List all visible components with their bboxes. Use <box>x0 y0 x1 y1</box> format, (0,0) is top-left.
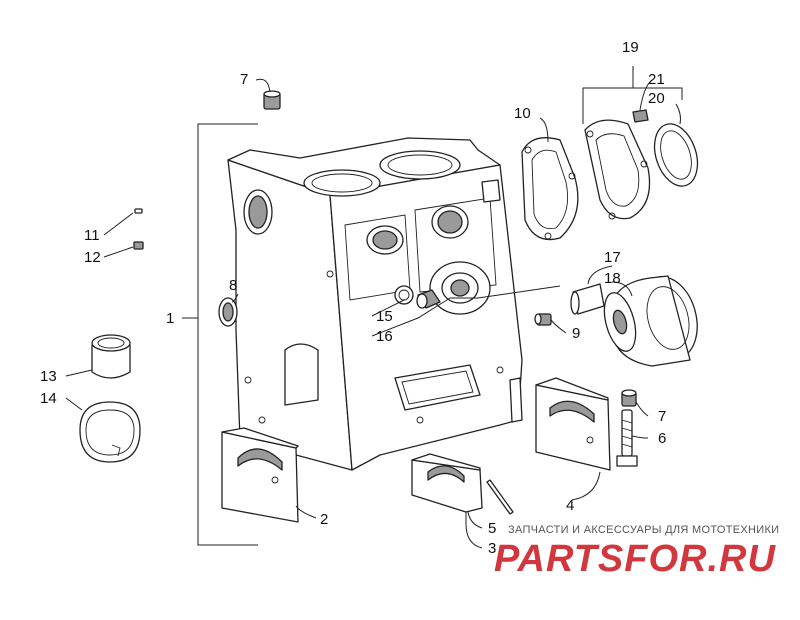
callout-1: 1 <box>166 310 174 327</box>
seal-ring-20 <box>653 123 699 187</box>
watermark-tagline: ЗАПЧАСТИ И АКСЕССУАРЫ ДЛЯ МОТОТЕХНИКИ <box>508 524 780 536</box>
pin-5 <box>486 479 514 515</box>
callout-7-top: 7 <box>240 71 248 88</box>
callout-3: 3 <box>488 540 496 557</box>
callout-20: 20 <box>648 90 665 107</box>
callout-4: 4 <box>566 497 574 514</box>
plug-9 <box>534 313 552 326</box>
pin-11 <box>134 208 143 214</box>
callout-labels: 1 2 3 4 5 6 7 7 8 9 10 11 12 13 14 15 16… <box>40 39 666 557</box>
watermark-logo: PARTSFOR.RU <box>494 538 776 580</box>
callout-8: 8 <box>229 277 237 294</box>
callout-18: 18 <box>604 270 621 287</box>
sleeve-17 <box>570 283 605 315</box>
callout-7-right: 7 <box>658 408 666 425</box>
gasket-10 <box>521 137 579 241</box>
bearing-cap-4 <box>535 377 611 471</box>
dowel-pin-top <box>263 90 281 110</box>
callout-21: 21 <box>648 71 665 88</box>
bolt-6 <box>616 409 638 467</box>
oil-seal-8 <box>218 297 238 327</box>
callout-2: 2 <box>320 511 328 528</box>
set-screw-12 <box>133 241 144 250</box>
leader-lines <box>65 66 683 549</box>
sleeve-bearing-13 <box>91 334 131 379</box>
screw-21 <box>632 109 649 123</box>
callout-16: 16 <box>376 328 393 345</box>
dowel-pin-right <box>621 389 637 407</box>
callout-13: 13 <box>40 368 57 385</box>
callout-15: 15 <box>376 308 393 325</box>
callout-10: 10 <box>514 105 531 122</box>
washer-15 <box>394 285 414 305</box>
callout-6: 6 <box>658 430 666 447</box>
cover-19 <box>584 119 651 220</box>
callout-12: 12 <box>84 249 101 266</box>
thrust-washer-14 <box>79 401 141 463</box>
callout-5: 5 <box>488 520 496 537</box>
crankcase-block <box>227 137 523 471</box>
drain-bolt-16 <box>416 289 441 309</box>
callout-14: 14 <box>40 390 57 407</box>
callout-19: 19 <box>622 39 639 56</box>
bearing-cap-3 <box>411 453 483 513</box>
oil-filter-18 <box>603 275 698 367</box>
callout-11: 11 <box>84 227 100 244</box>
bearing-cap-2 <box>221 427 299 523</box>
callout-17: 17 <box>604 249 621 266</box>
callout-9: 9 <box>572 325 580 342</box>
